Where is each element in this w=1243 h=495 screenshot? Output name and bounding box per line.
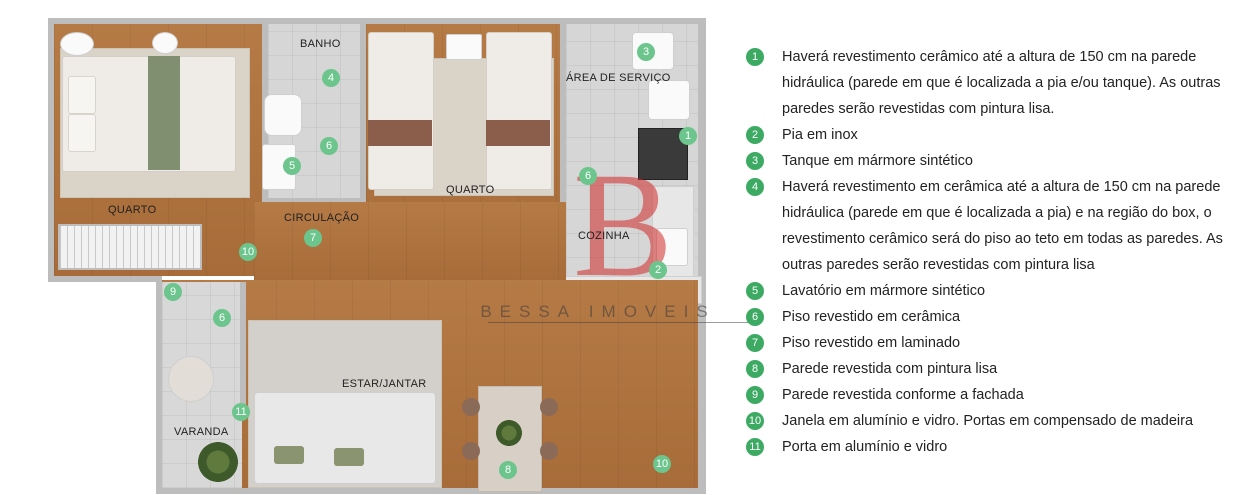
legend-number-badge: 6 [746, 308, 764, 326]
bedroom-2-desk [446, 34, 482, 60]
legend-item: 3 Tanque em mármore sintético [742, 148, 1237, 174]
wall-bedroom-2-right [560, 24, 566, 274]
legend-number-badge: 8 [746, 360, 764, 378]
washing-machine [648, 80, 690, 120]
plan-marker-11: 11 [232, 403, 250, 421]
plan-marker-7: 7 [304, 229, 322, 247]
bedroom-2-bed-a [368, 32, 434, 190]
legend-item: 5 Lavatório em mármore sintético [742, 278, 1237, 304]
legend-number-badge: 3 [746, 152, 764, 170]
bedroom-1-nightstand-a [60, 32, 94, 56]
room-label-area-servico: ÁREA DE SERVIÇO [566, 72, 671, 84]
legend-item: 6 Piso revestido em cerâmica [742, 304, 1237, 330]
bedroom-1-blanket [148, 56, 180, 170]
plan-marker-6-bath: 6 [320, 137, 338, 155]
sofa-cushion-b [334, 448, 364, 466]
legend-number-badge: 9 [746, 386, 764, 404]
bedroom-2-blanket-a [368, 120, 432, 146]
legend-text: Parede revestida conforme a fachada [782, 387, 1024, 403]
table-plant [496, 420, 522, 446]
dining-chair-c [540, 398, 558, 416]
legend-number-badge: 11 [746, 438, 764, 456]
room-label-estar-jantar: ESTAR/JANTAR [342, 378, 427, 390]
bedroom-1-nightstand-b [152, 32, 178, 54]
legend-number-badge: 5 [746, 282, 764, 300]
plan-marker-8: 8 [499, 461, 517, 479]
legend-item: 4 Haverá revestimento em cerâmica até a … [742, 174, 1237, 278]
legend-item: 10 Janela em alumínio e vidro. Portas em… [742, 408, 1237, 434]
room-label-cozinha: COZINHA [578, 230, 630, 242]
bedroom-1-pillow-a [68, 76, 96, 114]
legend-text: Lavatório em mármore sintético [782, 283, 986, 299]
dining-chair-a [462, 398, 480, 416]
room-label-circulacao: CIRCULAÇÃO [284, 212, 360, 224]
legend-number-badge: 7 [746, 334, 764, 352]
legend-item: 1 Haverá revestimento cerâmico até a alt… [742, 44, 1237, 122]
wall-outer-right [698, 18, 706, 494]
plan-marker-2: 2 [649, 261, 667, 279]
legend-text: Haverá revestimento em cerâmica até a al… [782, 179, 1223, 273]
room-label-quarto-2: QUARTO [446, 184, 495, 196]
legend-text: Pia em inox [782, 127, 858, 143]
wall-outer-left-upper [48, 18, 54, 282]
legend-number-badge: 2 [746, 126, 764, 144]
plan-marker-3: 3 [637, 43, 655, 61]
legend-item: 8 Parede revestida com pintura lisa [742, 356, 1237, 382]
wall-bathroom-bottom [266, 198, 364, 202]
logo-mark: B [572, 142, 674, 308]
legend: 1 Haverá revestimento cerâmico até a alt… [742, 44, 1237, 460]
plan-marker-6-balcony: 6 [213, 309, 231, 327]
legend-text: Haverá revestimento cerâmico até a altur… [782, 49, 1221, 117]
room-label-varanda: VARANDA [174, 426, 229, 438]
wall-bathroom-right [360, 24, 366, 220]
balcony-table [168, 356, 214, 402]
legend-number-badge: 10 [746, 412, 764, 430]
plan-marker-1: 1 [679, 127, 697, 145]
bedroom-2-blanket-b [486, 120, 550, 146]
plan-marker-6-kitchen: 6 [579, 167, 597, 185]
stove [638, 128, 688, 180]
legend-number-badge: 4 [746, 178, 764, 196]
legend-item: 2 Pia em inox [742, 122, 1237, 148]
legend-text: Parede revestida com pintura lisa [782, 361, 998, 377]
legend-item: 7 Piso revestido em laminado [742, 330, 1237, 356]
kitchen-sink [656, 228, 688, 266]
wall-outer-bottom-left [48, 276, 160, 282]
wall-outer-bottom [156, 488, 706, 494]
wall-balcony-right [240, 282, 246, 412]
bedroom-1-closet [58, 224, 202, 270]
toilet [264, 94, 302, 136]
dining-chair-b [462, 442, 480, 460]
wall-outer-left-lower [156, 276, 162, 494]
plan-marker-4: 4 [322, 69, 340, 87]
legend-text: Piso revestido em laminado [782, 335, 961, 351]
logo-text: BESSA IMOVEIS [480, 302, 716, 321]
bedroom-2-bed-b [486, 32, 552, 190]
legend-text: Porta em alumínio e vidro [782, 439, 948, 455]
bedroom-1-pillow-b [68, 114, 96, 152]
plan-marker-9: 9 [164, 283, 182, 301]
plan-marker-10-a: 10 [239, 243, 257, 261]
legend-text: Tanque em mármore sintético [782, 153, 973, 169]
sofa-cushion-a [274, 446, 304, 464]
room-label-banho: BANHO [300, 38, 341, 50]
plan-marker-10-b: 10 [653, 455, 671, 473]
sofa [254, 392, 436, 484]
room-label-quarto-1: QUARTO [108, 204, 157, 216]
legend-item: 11 Porta em alumínio e vidro [742, 434, 1237, 460]
wall-outer-top [48, 18, 706, 24]
legend-text: Piso revestido em cerâmica [782, 309, 961, 325]
logo-underline [488, 322, 758, 323]
floor-plan: B BESSA IMOVEIS QUARTO BANHO QUARTO ÁREA… [48, 18, 758, 494]
dining-chair-d [540, 442, 558, 460]
legend-item: 9 Parede revestida conforme a fachada [742, 382, 1237, 408]
plan-marker-5: 5 [283, 157, 301, 175]
legend-number-badge: 1 [746, 48, 764, 66]
legend-text: Janela em alumínio e vidro. Portas em co… [782, 413, 1194, 429]
balcony-plant [198, 442, 238, 482]
